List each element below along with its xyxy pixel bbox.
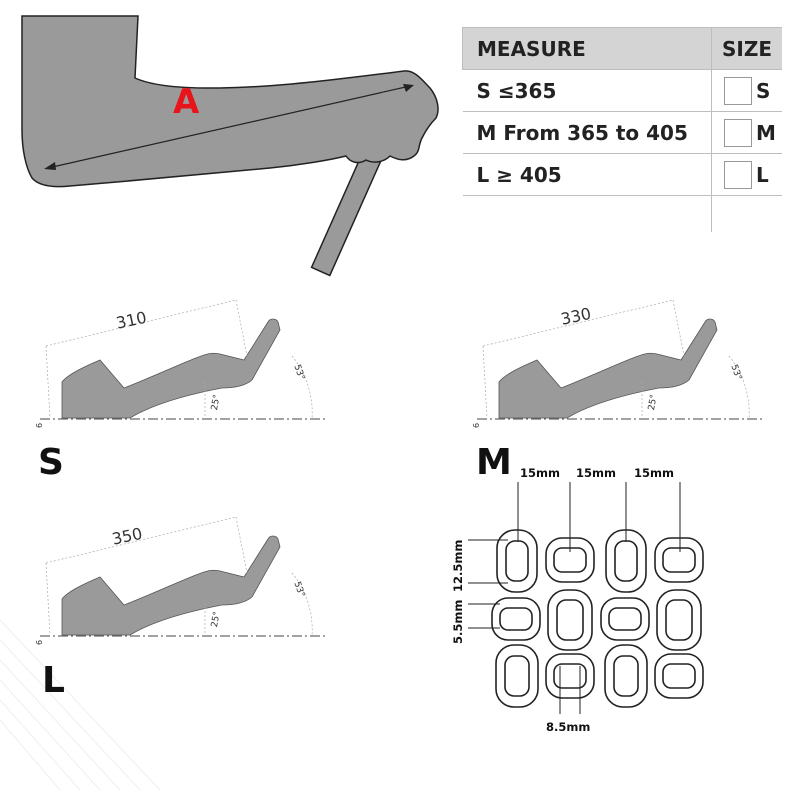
base-label: 6 bbox=[35, 640, 44, 645]
size-letter-l: L bbox=[42, 660, 65, 701]
link-vertical bbox=[656, 589, 702, 651]
arm-illustration: A bbox=[21, 15, 439, 277]
length-label: 350 bbox=[110, 524, 144, 549]
link-horizontal bbox=[491, 597, 541, 641]
arm-measure-label: A bbox=[173, 82, 200, 122]
size-letter-m: M bbox=[476, 442, 512, 483]
measure-cell: M From 365 to 405 bbox=[462, 111, 712, 154]
profile-m: 330 25° 53° 6 bbox=[472, 299, 762, 428]
profile-s: 310 25° 53° 6 bbox=[35, 299, 325, 428]
length-line bbox=[45, 299, 237, 347]
link-vertical bbox=[604, 644, 648, 708]
background-stripes bbox=[0, 619, 161, 791]
gap-dim: 5.5mm bbox=[451, 600, 465, 644]
bottom-dim: 8.5mm bbox=[546, 720, 590, 734]
size-code: S bbox=[756, 78, 771, 103]
link-pattern bbox=[491, 529, 704, 708]
size-table-tail bbox=[462, 195, 782, 232]
height-dim: 12.5mm bbox=[451, 540, 465, 592]
base-label: 6 bbox=[472, 423, 481, 428]
angle-high-label: 53° bbox=[291, 580, 306, 598]
arm-measure-arrow-end bbox=[403, 84, 414, 92]
size-table: MEASURE SIZE S ≤365 S M From 365 to 405 … bbox=[462, 27, 782, 232]
link-horizontal bbox=[654, 537, 704, 583]
top-dim-3: 15mm bbox=[634, 466, 674, 480]
size-code: M bbox=[756, 120, 776, 145]
angle-low-label: 25° bbox=[210, 611, 223, 628]
link-horizontal bbox=[600, 597, 650, 641]
profile-l: 350 25° 53° 6 bbox=[35, 516, 325, 645]
base-label: 6 bbox=[35, 423, 44, 428]
link-vertical bbox=[496, 529, 538, 593]
top-dim-1: 15mm bbox=[520, 466, 560, 480]
size-table-header: MEASURE SIZE bbox=[462, 27, 782, 70]
size-code: L bbox=[756, 162, 769, 187]
measure-header: MEASURE bbox=[462, 27, 712, 70]
measure-cell: S ≤365 bbox=[462, 69, 712, 112]
size-row-m: M From 365 to 405 M bbox=[462, 111, 782, 154]
angle-high-label: 53° bbox=[728, 363, 743, 381]
link-horizontal bbox=[545, 653, 595, 699]
size-row-s: S ≤365 S bbox=[462, 69, 782, 112]
link-dimensions bbox=[468, 482, 681, 714]
size-checkbox-m[interactable] bbox=[724, 118, 752, 147]
arm-shape bbox=[21, 15, 439, 188]
grip-profile-shape bbox=[61, 318, 281, 419]
angle-low-label: 25° bbox=[647, 394, 660, 411]
link-vertical bbox=[547, 589, 593, 651]
size-row-l: L ≥ 405 L bbox=[462, 153, 782, 196]
link-vertical bbox=[495, 644, 539, 708]
size-letter-s: S bbox=[38, 442, 64, 483]
grip-profile-shape bbox=[498, 318, 718, 419]
angle-low-label: 25° bbox=[210, 394, 223, 411]
angle-high-label: 53° bbox=[291, 363, 306, 381]
length-label: 310 bbox=[114, 308, 148, 333]
arm-measure-arrow-start bbox=[44, 162, 56, 170]
length-label: 330 bbox=[559, 304, 593, 329]
size-checkbox-s[interactable] bbox=[724, 76, 752, 105]
link-horizontal bbox=[654, 653, 704, 699]
measure-cell: L ≥ 405 bbox=[462, 153, 712, 196]
arm-measure-line bbox=[47, 85, 411, 169]
top-dim-2: 15mm bbox=[576, 466, 616, 480]
size-checkbox-l[interactable] bbox=[724, 160, 752, 189]
size-header: SIZE bbox=[711, 27, 782, 70]
grip-profile-shape bbox=[61, 535, 281, 636]
